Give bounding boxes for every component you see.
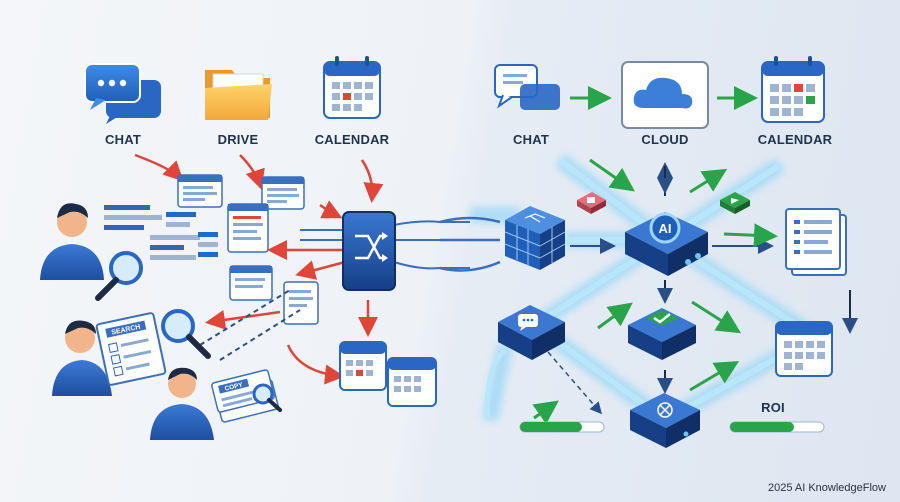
process-node	[630, 393, 700, 448]
cloud-icon	[621, 61, 709, 129]
green-arrows	[532, 158, 778, 425]
progress-bar-left	[519, 421, 605, 433]
right-source-label-cloud: CLOUD	[641, 132, 689, 147]
magnifier-icon	[161, 309, 211, 359]
magnifier-icon	[95, 251, 143, 301]
left-source-label-chat: CHAT	[105, 132, 141, 147]
left-source-label-calendar: CALENDAR	[314, 132, 390, 147]
status-tile-green	[720, 192, 750, 214]
pipe	[484, 348, 507, 421]
calendar-icon	[387, 357, 437, 407]
scattered-documents	[104, 174, 319, 361]
right-source-label-calendar: CALENDAR	[757, 132, 833, 147]
person-worker	[150, 367, 214, 440]
folder-icon	[205, 70, 272, 120]
report-document	[785, 208, 847, 276]
red-arrows	[134, 153, 384, 385]
shuffle-hub-node	[300, 211, 470, 291]
right-source-label-chat: CHAT	[513, 132, 549, 147]
ai-hub-node: AI	[625, 212, 708, 276]
dashed-arrow	[547, 351, 602, 415]
footer-credit: 2025 AI KnowledgeFlow	[767, 482, 886, 494]
calendar-icon	[761, 56, 825, 123]
data-cube-node	[504, 206, 566, 270]
roi-progress-bar	[729, 421, 825, 433]
calendar-icon	[339, 341, 387, 391]
ai-hub-label: AI	[659, 221, 672, 236]
chat-bubbles-icon	[84, 63, 161, 124]
check-node	[628, 308, 696, 360]
search-document: SEARCH	[95, 312, 167, 386]
left-source-label-drive: DRIVE	[217, 132, 259, 147]
chat-bubble-icon	[494, 64, 560, 110]
calendar-icon	[323, 56, 381, 119]
copy-documents: COPY	[211, 369, 282, 423]
person-analyst	[40, 203, 104, 280]
person-reader	[52, 320, 112, 396]
copy-doc-label: COPY	[224, 381, 244, 392]
chat-node	[498, 305, 565, 360]
calendar-icon	[775, 321, 833, 377]
glow-pipes	[470, 153, 825, 427]
status-tile-red	[577, 192, 606, 214]
roi-label: ROI	[761, 400, 785, 415]
connector-bundle	[439, 216, 501, 272]
